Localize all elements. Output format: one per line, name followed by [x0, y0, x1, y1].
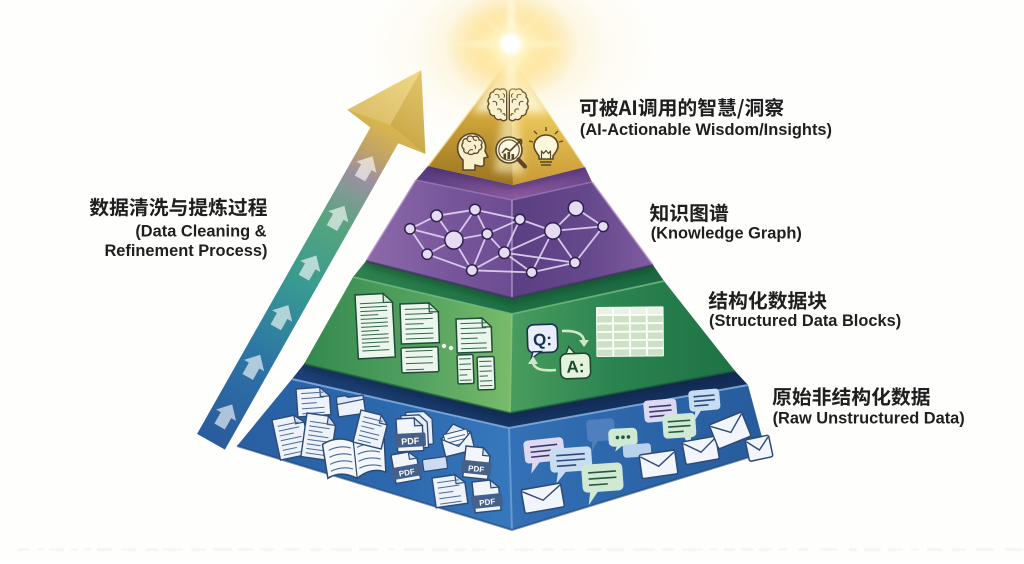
svg-text:(Knowledge Graph): (Knowledge Graph)	[651, 225, 802, 243]
svg-text:(Raw Unstructured Data): (Raw Unstructured Data)	[773, 410, 965, 428]
svg-text:(AI-Actionable Wisdom/Insights: (AI-Actionable Wisdom/Insights)	[580, 121, 832, 139]
svg-text:PDF: PDF	[468, 464, 485, 475]
svg-text:(Structured Data Blocks): (Structured Data Blocks)	[709, 312, 901, 330]
svg-text:PDF: PDF	[401, 436, 420, 447]
svg-text:Q:: Q:	[533, 330, 553, 350]
svg-text:Refinement Process): Refinement Process)	[104, 242, 267, 260]
svg-text:PDF: PDF	[479, 497, 496, 508]
svg-text:A:: A:	[566, 357, 585, 377]
svg-text:(Data Cleaning &: (Data Cleaning &	[135, 223, 266, 241]
